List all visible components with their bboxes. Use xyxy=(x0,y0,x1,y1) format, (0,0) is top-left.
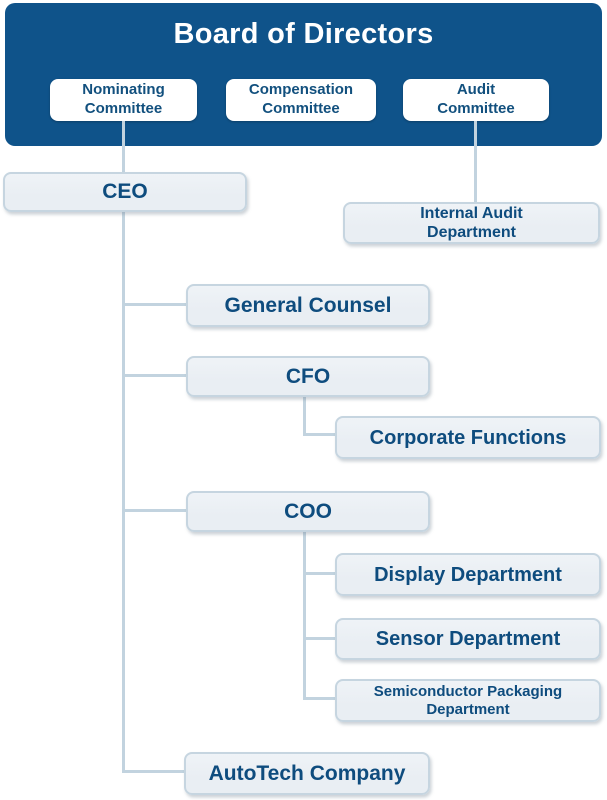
node-coo: COO xyxy=(186,491,430,532)
connector-cfo-to-corporate-functions xyxy=(303,433,337,436)
node-semiconductor-packaging-department: Semiconductor Packaging Department xyxy=(335,679,601,722)
node-compensation-committee: Compensation Committee xyxy=(226,79,376,121)
connector-ceo-trunk xyxy=(122,211,125,773)
node-sensor-department: Sensor Department xyxy=(335,618,601,660)
node-display-department: Display Department xyxy=(335,553,601,596)
connector-ceo-to-cfo xyxy=(122,374,188,377)
connector-ceo-to-autotech xyxy=(122,770,186,773)
node-autotech-company: AutoTech Company xyxy=(184,752,430,795)
connector-ceo-to-coo xyxy=(122,509,188,512)
connector-board-to-ceo xyxy=(122,121,125,172)
node-general-counsel: General Counsel xyxy=(186,284,430,327)
connector-audit-to-internal-audit xyxy=(474,121,477,202)
node-audit-committee: Audit Committee xyxy=(403,79,549,121)
node-ceo: CEO xyxy=(3,172,247,212)
board-header-band xyxy=(5,3,602,146)
node-internal-audit-department: Internal Audit Department xyxy=(343,202,600,244)
connector-coo-trunk xyxy=(303,531,306,700)
node-corporate-functions: Corporate Functions xyxy=(335,416,601,459)
connector-coo-to-display xyxy=(303,572,337,575)
connector-cfo-trunk xyxy=(303,396,306,436)
node-nominating-committee: Nominating Committee xyxy=(50,79,197,121)
connector-ceo-to-general-counsel xyxy=(122,303,188,306)
chart-title: Board of Directors xyxy=(173,18,434,50)
connector-coo-to-sensor xyxy=(303,637,337,640)
node-cfo: CFO xyxy=(186,356,430,397)
connector-coo-to-semiconductor xyxy=(303,697,337,700)
